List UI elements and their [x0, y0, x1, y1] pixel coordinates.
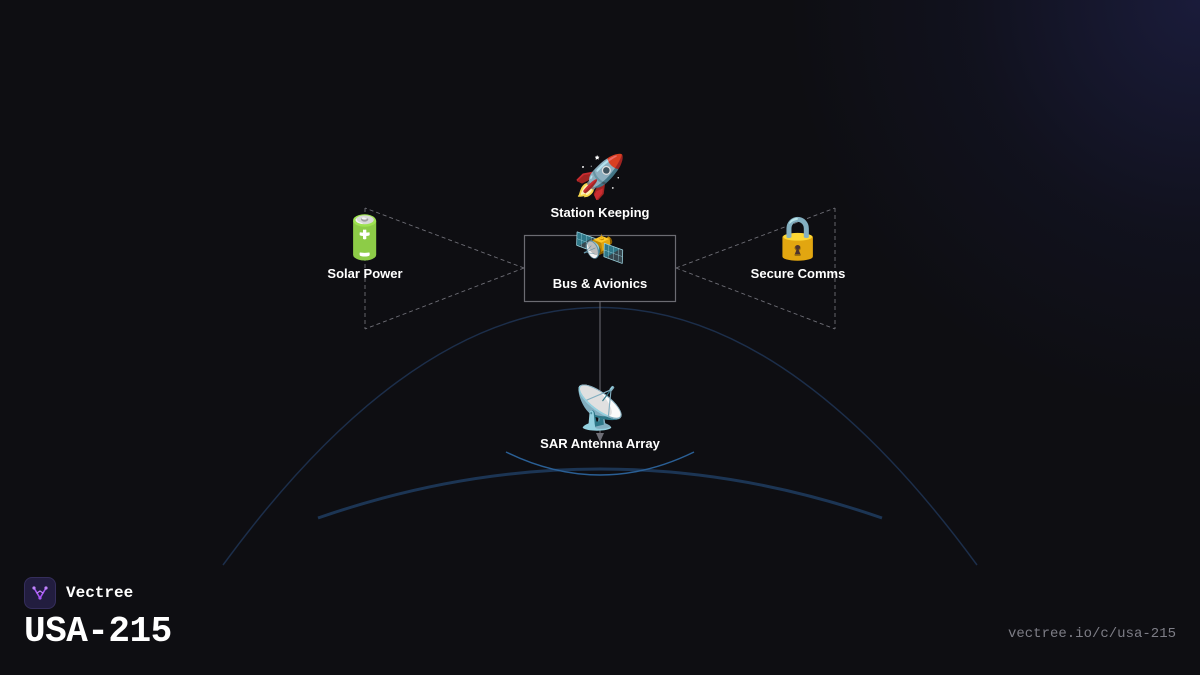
node-sar-antenna[interactable]: 📡 SAR Antenna Array: [520, 384, 680, 452]
brand[interactable]: Vectree: [24, 577, 133, 609]
page-url-link[interactable]: vectree.io/c/usa-215: [1007, 626, 1176, 642]
page-title: USA-215: [24, 611, 172, 652]
satellite-icon: 🛰️: [573, 223, 627, 272]
connector-sar-arrowhead: [596, 433, 604, 442]
node-label-secure-comms: Secure Comms: [750, 266, 846, 281]
rocket-icon: 🚀: [573, 152, 627, 201]
node-label-bus-avionics: Bus & Avionics: [552, 276, 648, 291]
satellite-dish-icon: 📡: [573, 383, 627, 432]
node-secure-comms[interactable]: 🔒 Secure Comms: [718, 214, 878, 282]
lock-icon: 🔒: [771, 213, 825, 262]
connector-solar-bottom: [364, 267, 525, 330]
battery-icon: 🔋: [338, 213, 392, 262]
node-label-station-keeping: Station Keeping: [550, 205, 650, 220]
connector-solar-top: [364, 207, 525, 269]
bus-avionics-frame: [523, 234, 677, 303]
node-label-sar-antenna: SAR Antenna Array: [540, 436, 660, 451]
node-bus-avionics[interactable]: 🛰️ Bus & Avionics: [520, 224, 680, 292]
brand-name: Vectree: [66, 584, 134, 602]
vectree-logo-icon: [24, 577, 56, 609]
node-solar-power[interactable]: 🔋 Solar Power: [285, 214, 445, 282]
node-station-keeping[interactable]: 🚀 Station Keeping: [520, 153, 680, 221]
antenna-beam-arc: [505, 451, 695, 476]
node-label-solar-power: Solar Power: [327, 266, 403, 281]
earth-horizon-arc: [317, 467, 883, 520]
connector-comms-top: [675, 207, 836, 269]
connector-comms-bottom: [675, 267, 836, 330]
